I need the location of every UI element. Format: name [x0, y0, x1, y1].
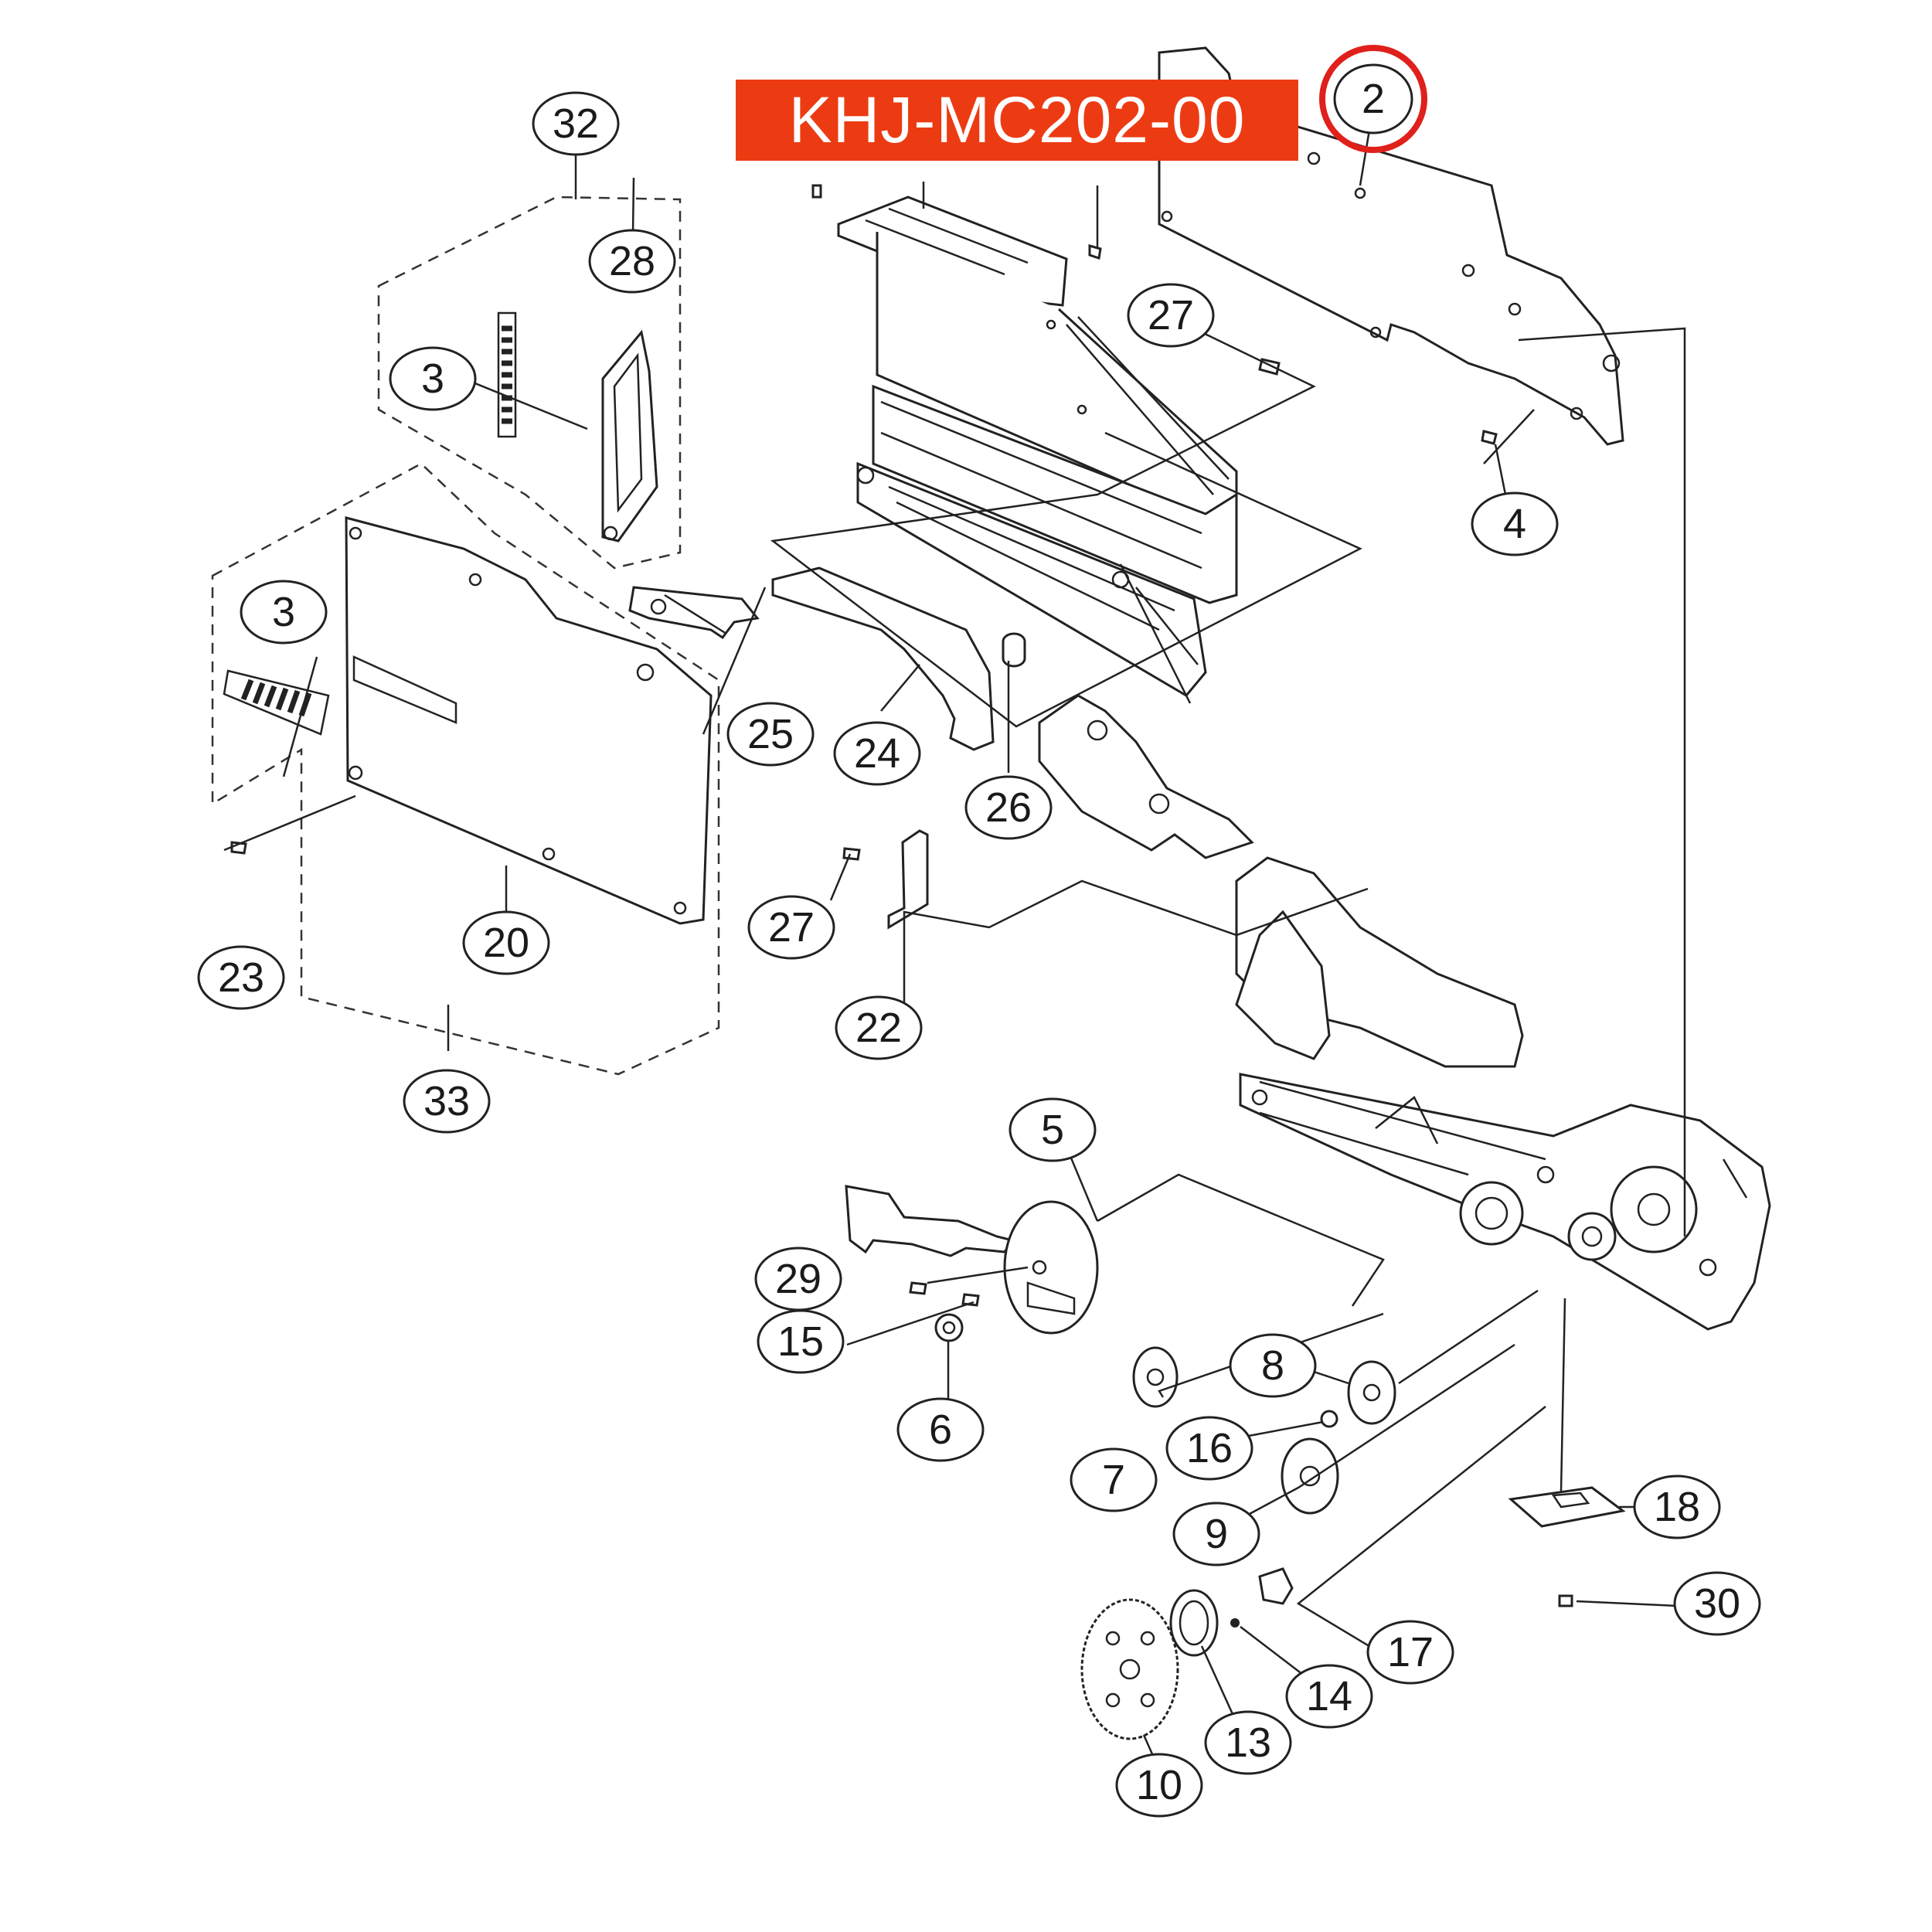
- callout-27-upper: 27: [1127, 283, 1215, 348]
- main-frame: [1038, 694, 1771, 1331]
- svg-text:13: 13: [1225, 1719, 1271, 1766]
- svg-text:24: 24: [854, 730, 900, 777]
- part-number-banner: KHJ-MC202-00: [788, 83, 1246, 156]
- leader-lines: [223, 92, 1686, 1770]
- svg-text:20: 20: [483, 920, 529, 966]
- svg-text:5: 5: [1041, 1107, 1064, 1153]
- svg-text:22: 22: [855, 1005, 902, 1051]
- callout-20: 20: [462, 910, 550, 975]
- part-5-motor: [845, 1185, 1099, 1335]
- callout-3-lower: 3: [240, 580, 328, 645]
- part-9-gear: [1281, 1437, 1339, 1515]
- svg-text:9: 9: [1205, 1511, 1228, 1557]
- svg-text:30: 30: [1694, 1580, 1740, 1627]
- callout-6: 6: [896, 1397, 985, 1462]
- part-16-nut: [1320, 1410, 1338, 1428]
- callout-9: 9: [1172, 1502, 1260, 1566]
- callout-3-upper: 3: [389, 346, 477, 411]
- callout-10: 10: [1115, 1753, 1203, 1818]
- svg-text:17: 17: [1387, 1629, 1434, 1675]
- highlight-ring: [1319, 45, 1427, 153]
- callout-7: 7: [1070, 1447, 1158, 1512]
- svg-text:14: 14: [1306, 1673, 1352, 1719]
- svg-text:2: 2: [1362, 76, 1385, 122]
- part-3-label-b: [223, 669, 330, 736]
- upper-frame: [837, 196, 1238, 704]
- svg-text:27: 27: [1148, 292, 1194, 338]
- banner-background: [736, 80, 1298, 161]
- callout-17: 17: [1366, 1620, 1454, 1685]
- callout-27-lower: 27: [747, 895, 835, 960]
- screws: [230, 184, 1573, 1607]
- svg-text:8: 8: [1261, 1342, 1284, 1389]
- svg-text:33: 33: [423, 1078, 470, 1124]
- callout-2: 2: [1333, 63, 1413, 134]
- part-6-washer: [934, 1313, 964, 1342]
- group-33-outline: [211, 462, 720, 1076]
- callout-14: 14: [1285, 1664, 1373, 1729]
- callout-16: 16: [1165, 1416, 1253, 1481]
- callout-28: 28: [588, 229, 676, 294]
- callout-23: 23: [197, 945, 285, 1010]
- callout-4: 4: [1471, 492, 1559, 556]
- part-28-bracket: [601, 329, 658, 543]
- svg-text:29: 29: [775, 1256, 821, 1302]
- callout-29: 29: [754, 1247, 842, 1311]
- part-3-label-a: [497, 311, 517, 438]
- svg-text:23: 23: [218, 954, 264, 1001]
- callout-22: 22: [835, 995, 923, 1060]
- svg-text:3: 3: [272, 589, 295, 635]
- svg-text:18: 18: [1654, 1484, 1700, 1530]
- part-26-collar: [1002, 632, 1026, 668]
- part-20-cover-plate: [345, 516, 713, 925]
- svg-text:27: 27: [768, 904, 815, 951]
- svg-text:28: 28: [609, 238, 655, 284]
- callout-15: 15: [757, 1309, 845, 1374]
- svg-text:32: 32: [553, 100, 599, 147]
- callout-5: 5: [1009, 1097, 1097, 1162]
- callout-25: 25: [726, 702, 815, 767]
- svg-text:26: 26: [985, 784, 1032, 831]
- svg-text:4: 4: [1503, 501, 1526, 547]
- part-18-plate: [1508, 1486, 1626, 1528]
- callout-18: 18: [1633, 1475, 1721, 1539]
- part-8-gear: [1347, 1360, 1396, 1425]
- svg-text:15: 15: [777, 1318, 824, 1365]
- part-14-ball: [1230, 1618, 1240, 1628]
- part-22-bracket: [887, 829, 929, 930]
- svg-text:3: 3: [421, 355, 444, 402]
- callout-8: 8: [1229, 1333, 1317, 1398]
- svg-text:10: 10: [1136, 1762, 1182, 1808]
- callout-24: 24: [833, 721, 921, 786]
- callout-13: 13: [1204, 1710, 1292, 1775]
- svg-text:6: 6: [929, 1406, 952, 1453]
- callout-26: 26: [964, 775, 1053, 840]
- group-32-outline: [377, 196, 682, 570]
- part-24-arm: [771, 566, 995, 751]
- svg-text:7: 7: [1102, 1457, 1125, 1503]
- part-13-washer: [1169, 1589, 1219, 1657]
- part-10-gear: [1080, 1598, 1179, 1740]
- callout-32: 32: [532, 91, 620, 156]
- callout-30: 30: [1673, 1571, 1761, 1636]
- part-17-bushing: [1258, 1567, 1294, 1605]
- callout-33: 33: [403, 1069, 491, 1134]
- svg-text:25: 25: [747, 711, 794, 757]
- part-7-gear: [1132, 1346, 1179, 1408]
- svg-text:16: 16: [1186, 1425, 1233, 1471]
